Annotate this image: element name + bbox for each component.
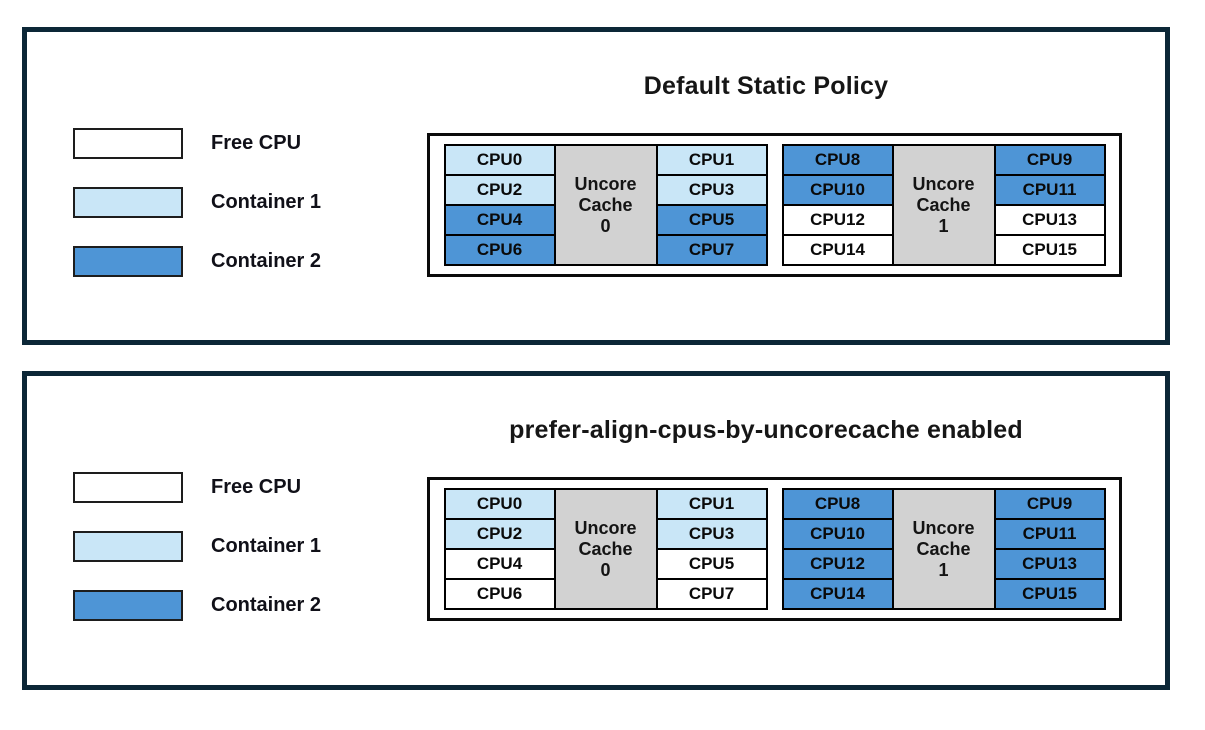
legend-item-container-2: Container 2 xyxy=(73,590,321,621)
uncore-cache-line: 0 xyxy=(600,559,611,580)
legend: Free CPU Container 1 Container 2 xyxy=(73,128,321,305)
cpu-cell: CPU6 xyxy=(443,578,556,610)
cpu-cell: CPU10 xyxy=(781,518,894,550)
cpu-cell: CPU8 xyxy=(781,144,894,176)
cpu-cell: CPU3 xyxy=(655,518,768,550)
cpu-cell: CPU9 xyxy=(993,488,1106,520)
cpu-cell: CPU12 xyxy=(781,548,894,580)
cpu-column-left: CPU8 CPU10 CPU12 CPU14 xyxy=(781,144,894,266)
uncore-cache-cell: Uncore Cache 1 xyxy=(891,488,996,610)
uncore-cache-1-block: CPU8 CPU10 CPU12 CPU14 Uncore Cache 1 CP… xyxy=(781,488,1106,610)
cpu-column-left: CPU0 CPU2 CPU4 CPU6 xyxy=(443,144,556,266)
uncore-cache-line: 1 xyxy=(938,559,949,580)
legend-item-free-cpu: Free CPU xyxy=(73,472,321,503)
legend-label: Container 1 xyxy=(211,191,322,213)
cpu-topology-diagram: CPU0 CPU2 CPU4 CPU6 Uncore Cache 0 CPU1 … xyxy=(427,477,1122,621)
cpu-cell: CPU1 xyxy=(655,488,768,520)
cpu-column-left: CPU0 CPU2 CPU4 CPU6 xyxy=(443,488,556,610)
uncore-cache-line: Cache xyxy=(916,538,971,559)
uncore-cache-line: Cache xyxy=(578,538,633,559)
cpu-cell: CPU13 xyxy=(993,548,1106,580)
cpu-cell: CPU8 xyxy=(781,488,894,520)
legend-label: Free CPU xyxy=(211,132,302,154)
cpu-cell: CPU11 xyxy=(993,174,1106,206)
uncore-cache-line: Cache xyxy=(916,194,971,215)
cpu-cell: CPU10 xyxy=(781,174,894,206)
legend: Free CPU Container 1 Container 2 xyxy=(73,472,321,649)
cpu-cell: CPU3 xyxy=(655,174,768,206)
cpu-cell: CPU15 xyxy=(993,578,1106,610)
legend-swatch-container-2 xyxy=(73,590,183,621)
panel-title: Default Static Policy xyxy=(643,72,889,100)
legend-swatch-container-2 xyxy=(73,246,183,277)
panel-prefer-align-cpus-by-uncorecache: prefer-align-cpus-by-uncorecache enabled… xyxy=(22,371,1170,690)
panel-title: prefer-align-cpus-by-uncorecache enabled xyxy=(509,416,1023,444)
uncore-cache-line: Uncore xyxy=(912,173,975,194)
legend-label: Container 1 xyxy=(211,535,322,557)
cpu-cell: CPU4 xyxy=(443,204,556,236)
uncore-cache-1-block: CPU8 CPU10 CPU12 CPU14 Uncore Cache 1 CP… xyxy=(781,144,1106,266)
legend-item-container-1: Container 1 xyxy=(73,187,321,218)
legend-item-container-2: Container 2 xyxy=(73,246,321,277)
uncore-cache-line: Cache xyxy=(578,194,633,215)
legend-item-free-cpu: Free CPU xyxy=(73,128,321,159)
cpu-cell: CPU14 xyxy=(781,578,894,610)
legend-item-container-1: Container 1 xyxy=(73,531,321,562)
cpu-cell: CPU13 xyxy=(993,204,1106,236)
cpu-cell: CPU2 xyxy=(443,518,556,550)
cpu-cell: CPU6 xyxy=(443,234,556,266)
cpu-cell: CPU5 xyxy=(655,548,768,580)
uncore-cache-cell: Uncore Cache 0 xyxy=(553,488,658,610)
legend-swatch-free xyxy=(73,128,183,159)
cpu-column-right: CPU9 CPU11 CPU13 CPU15 xyxy=(993,144,1106,266)
legend-swatch-container-1 xyxy=(73,531,183,562)
cpu-cell: CPU7 xyxy=(655,234,768,266)
cpu-column-left: CPU8 CPU10 CPU12 CPU14 xyxy=(781,488,894,610)
cpu-cell: CPU5 xyxy=(655,204,768,236)
cpu-cell: CPU11 xyxy=(993,518,1106,550)
uncore-cache-cell: Uncore Cache 1 xyxy=(891,144,996,266)
uncore-cache-line: Uncore xyxy=(574,173,637,194)
cpu-cell: CPU12 xyxy=(781,204,894,236)
legend-label: Free CPU xyxy=(211,476,302,498)
cpu-column-right: CPU1 CPU3 CPU5 CPU7 xyxy=(655,488,768,610)
cpu-cell: CPU0 xyxy=(443,488,556,520)
uncore-cache-line: 0 xyxy=(600,215,611,236)
uncore-cache-0-block: CPU0 CPU2 CPU4 CPU6 Uncore Cache 0 CPU1 … xyxy=(443,144,768,266)
cpu-cell: CPU2 xyxy=(443,174,556,206)
uncore-cache-cell: Uncore Cache 0 xyxy=(553,144,658,266)
legend-label: Container 2 xyxy=(211,250,322,272)
panel-default-static-policy: Default Static Policy Free CPU Container… xyxy=(22,27,1170,345)
cpu-topology-diagram: CPU0 CPU2 CPU4 CPU6 Uncore Cache 0 CPU1 … xyxy=(427,133,1122,277)
legend-label: Container 2 xyxy=(211,594,322,616)
uncore-cache-line: 1 xyxy=(938,215,949,236)
cpu-column-right: CPU1 CPU3 CPU5 CPU7 xyxy=(655,144,768,266)
cpu-cell: CPU0 xyxy=(443,144,556,176)
cpu-cell: CPU14 xyxy=(781,234,894,266)
cpu-cell: CPU7 xyxy=(655,578,768,610)
cpu-cell: CPU15 xyxy=(993,234,1106,266)
uncore-cache-line: Uncore xyxy=(912,517,975,538)
cpu-column-right: CPU9 CPU11 CPU13 CPU15 xyxy=(993,488,1106,610)
cpu-cell: CPU4 xyxy=(443,548,556,580)
cpu-cell: CPU1 xyxy=(655,144,768,176)
legend-swatch-container-1 xyxy=(73,187,183,218)
cpu-cell: CPU9 xyxy=(993,144,1106,176)
uncore-cache-0-block: CPU0 CPU2 CPU4 CPU6 Uncore Cache 0 CPU1 … xyxy=(443,488,768,610)
legend-swatch-free xyxy=(73,472,183,503)
uncore-cache-line: Uncore xyxy=(574,517,637,538)
